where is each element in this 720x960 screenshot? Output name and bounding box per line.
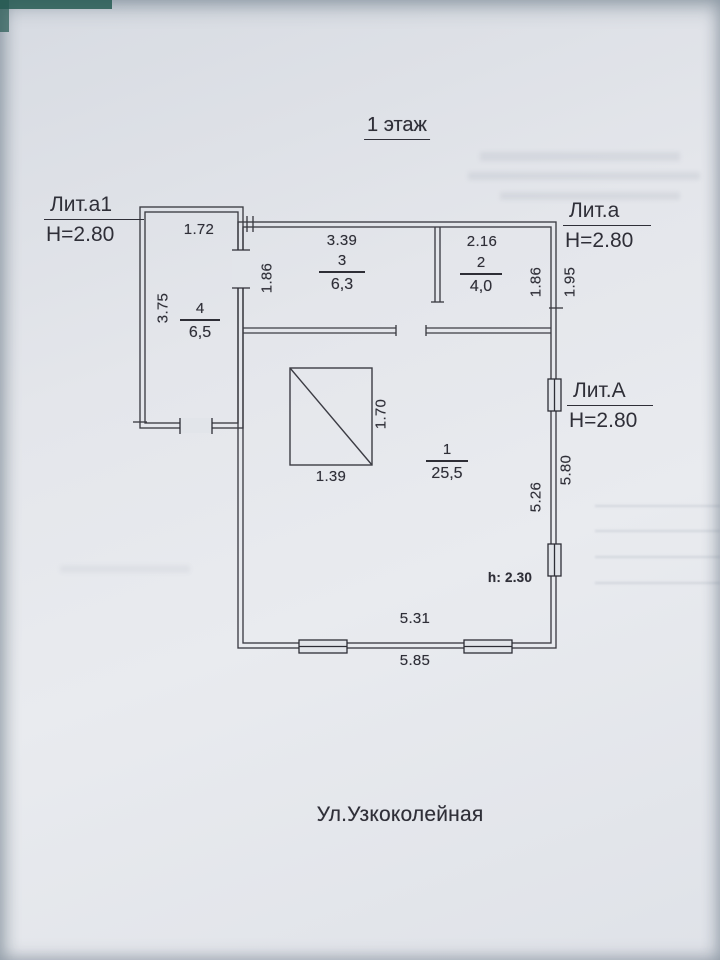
room-1-area: 25,5 <box>431 464 463 482</box>
section-lit-a-height: Н=2.80 <box>565 229 634 252</box>
room-3-label: 3 6,3 <box>319 252 365 294</box>
room-3-number: 3 <box>337 252 347 269</box>
bleed-through-artifact <box>468 172 700 180</box>
dimension-room1-inner-height: 5.26 <box>527 481 545 513</box>
room-3-area: 6,3 <box>330 275 354 293</box>
door-opening <box>179 249 250 434</box>
bleed-through-artifact <box>595 505 720 507</box>
bleed-through-artifact <box>595 530 720 532</box>
room-2-area: 4,0 <box>469 277 493 295</box>
room-2-number: 2 <box>476 254 486 271</box>
dimension-room3-width: 3.39 <box>326 232 358 249</box>
dimension-lit-big-a-right-height: 5.80 <box>557 454 575 486</box>
window-symbol <box>298 378 562 654</box>
section-lit-big-a-name: Лит.А <box>567 379 653 406</box>
room-3-divider-line <box>319 271 365 273</box>
bleed-through-artifact <box>595 582 720 584</box>
section-lit-a1-name: Лит.а1 <box>44 193 144 220</box>
dimension-room3-height: 1.86 <box>258 262 276 294</box>
floor-title: 1 этаж <box>364 114 430 140</box>
room-4-number: 4 <box>195 300 205 317</box>
section-label-lit-big-a: Лит.А Н=2.80 <box>567 379 653 433</box>
room-1-label: 1 25,5 <box>426 441 468 483</box>
bleed-through-artifact <box>60 565 190 573</box>
dimension-stair-height: 1.70 <box>372 398 390 430</box>
room-1-number: 1 <box>442 441 452 458</box>
dimension-room1-inner-width: 5.31 <box>399 610 431 627</box>
section-label-lit-a1: Лит.а1 Н=2.80 <box>44 193 144 247</box>
dimension-lit-a-depth: 1.95 <box>561 266 579 298</box>
room-4-divider-line <box>180 319 220 321</box>
scan-corner-artifact <box>0 0 112 9</box>
section-label-lit-a: Лит.а Н=2.80 <box>563 199 651 253</box>
section-lit-a-name: Лит.а <box>563 199 651 226</box>
room-1-divider-line <box>426 460 468 462</box>
dimension-room4-height: 3.75 <box>154 292 172 324</box>
room-2-divider-line <box>460 273 502 275</box>
floor-title-text: 1 этаж <box>364 114 430 140</box>
dimension-stair-width: 1.39 <box>315 468 347 485</box>
ceiling-height-note: h: 2.30 <box>487 570 533 585</box>
scan-corner-artifact <box>0 0 9 32</box>
section-lit-big-a-height: Н=2.80 <box>569 409 638 432</box>
room-4-label: 4 6,5 <box>180 300 220 342</box>
bleed-through-artifact <box>595 556 720 558</box>
dimension-room2-width: 2.16 <box>466 233 498 250</box>
room-2-label: 2 4,0 <box>460 254 502 296</box>
dimension-room4-width: 1.72 <box>183 221 215 238</box>
dimension-room2-height: 1.86 <box>527 266 545 298</box>
stair-symbol <box>289 367 373 466</box>
section-lit-a1-height: Н=2.80 <box>46 223 115 246</box>
room-4-area: 6,5 <box>188 323 212 341</box>
dimension-room1-outer-width: 5.85 <box>399 652 431 669</box>
bleed-through-artifact <box>480 152 680 161</box>
bleed-through-artifact <box>500 192 680 200</box>
street-name: Ул.Узкоколейная <box>316 803 484 826</box>
